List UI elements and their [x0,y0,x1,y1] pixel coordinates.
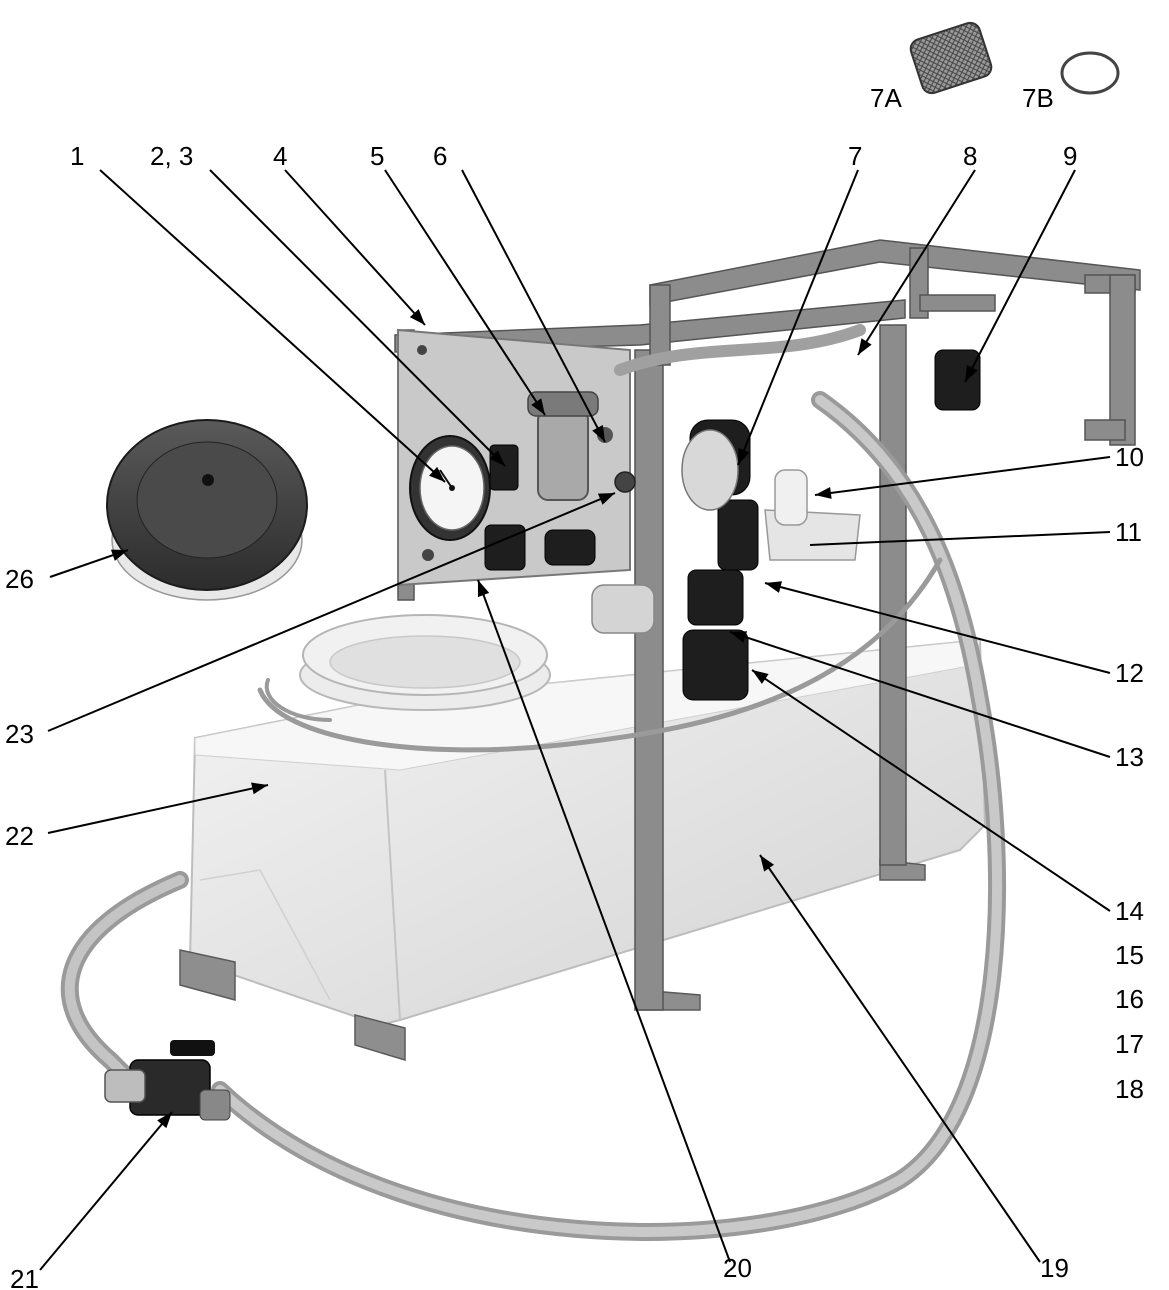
leader-20 [477,579,731,1263]
callout-7: 7 [848,141,862,171]
leader-5-arrowhead [531,398,545,415]
leader-10-arrowhead [815,487,832,499]
leader-19 [759,854,1041,1263]
leader-21 [39,1111,173,1271]
callout-4: 4 [273,141,287,171]
callout-22: 22 [5,821,34,851]
callout-1: 1 [70,141,84,171]
callout-labels: 1 2, 3 4 5 6 7 7A 7B 8 9 10 11 12 13 14 … [5,83,1144,1290]
leader-4 [284,169,426,326]
callout-10: 10 [1115,442,1144,472]
leader-23-arrowhead [597,493,615,505]
leader-9 [964,169,1076,383]
filter-housing [527,391,636,501]
callout-17: 17 [1115,1029,1144,1059]
pressure-gauge [409,435,491,541]
callout-23: 23 [5,719,34,749]
equipment-illustration [60,21,1141,1241]
leader-6 [461,169,606,443]
callout-11: 11 [1115,517,1142,547]
strainer-screen [909,21,993,95]
callout-19: 19 [1040,1253,1069,1283]
callout-13: 13 [1115,742,1144,772]
leader-5 [384,169,546,416]
callout-21: 21 [10,1264,39,1290]
leader-20-arrowhead [477,580,490,598]
callout-5: 5 [370,141,384,171]
tank-cap [106,419,308,601]
leader-1-arrowhead [429,466,445,482]
leader-12 [764,582,1111,674]
leader-7 [737,169,859,466]
callout-20: 20 [723,1253,752,1283]
leader-19-arrowhead [760,855,775,872]
hoses [60,324,1007,1241]
leader-26-arrowhead [110,549,128,561]
callout-18: 18 [1115,1074,1144,1104]
leader-13 [729,631,1111,758]
tank [188,638,987,1027]
leader-14-arrowhead [752,670,769,684]
leader-11 [809,531,1111,546]
leader-8-arrowhead [858,338,872,355]
callout-6: 6 [433,141,447,171]
callout-9: 9 [1063,141,1077,171]
callout-8: 8 [963,141,977,171]
leader-22-arrowhead [251,782,268,795]
leader-9-arrowhead [965,365,978,382]
callout-26: 26 [5,564,34,594]
o-ring [1060,51,1120,95]
leader-8 [857,169,976,356]
callout-12: 12 [1115,658,1144,688]
pump-body [591,429,861,634]
callout-16: 16 [1115,984,1144,1014]
leader-lines [39,169,1111,1271]
leader-10 [814,456,1111,496]
leader-7-arrowhead [738,447,750,465]
leader-4-arrowhead [409,309,425,325]
callout-2-3: 2, 3 [150,141,193,171]
leader-6-arrowhead [592,425,605,442]
leader-2-3-arrowhead [489,450,505,466]
callout-7b: 7B [1022,83,1054,113]
ball-valve [104,1040,231,1121]
leader-14 [751,669,1111,912]
tank-fill-opening [299,614,551,711]
leader-23 [47,492,616,732]
callout-7a: 7A [870,83,902,113]
leader-13-arrowhead [730,631,748,643]
leader-2-3 [209,169,506,467]
leader-12-arrowhead [765,581,782,593]
leader-22 [47,784,269,834]
callout-14: 14 [1115,896,1144,926]
leader-1 [99,169,446,483]
callout-15: 15 [1115,940,1144,970]
leader-21-arrowhead [157,1112,172,1129]
